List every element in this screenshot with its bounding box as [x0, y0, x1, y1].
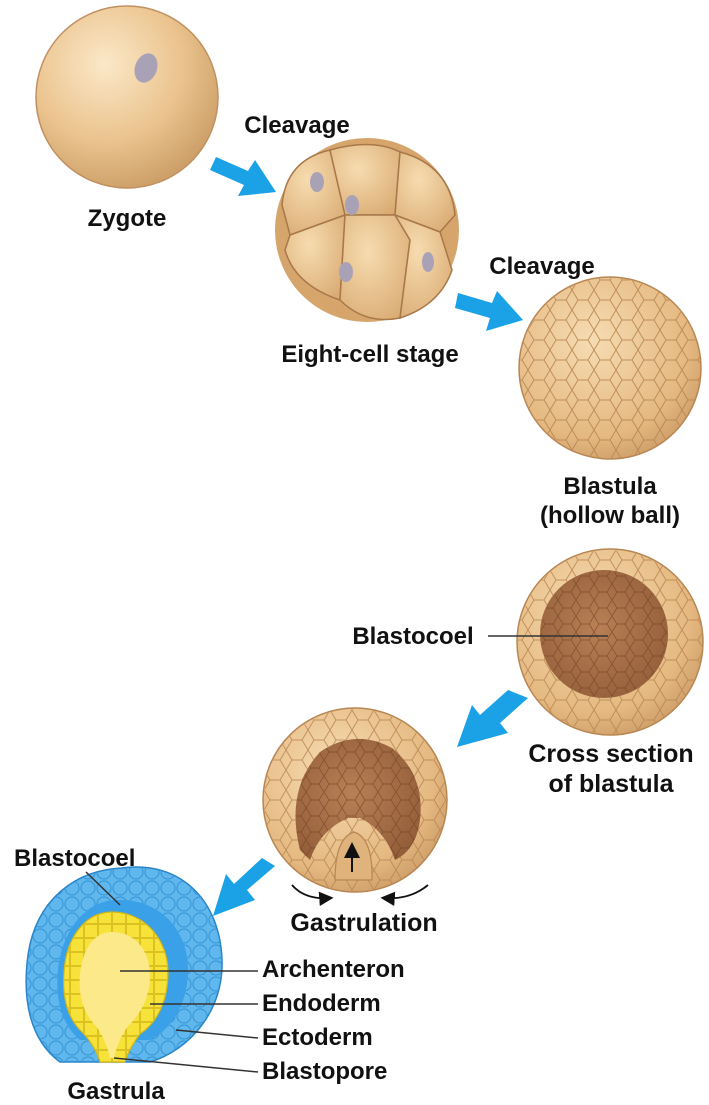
hollow-ball-label: (hollow ball)	[540, 502, 680, 529]
eight-cell-label: Eight-cell stage	[281, 341, 458, 368]
curved-arrow-icon	[384, 885, 428, 898]
gastrulation-label: Gastrulation	[290, 909, 437, 937]
blastocoel-label-2: Blastocoel	[14, 845, 135, 872]
cleavage-label-2: Cleavage	[489, 253, 594, 280]
arrow-icon	[213, 858, 275, 916]
arrow-icon	[210, 157, 276, 196]
cross-section-label: Cross section	[528, 740, 693, 768]
cell-nucleus	[339, 262, 353, 282]
blastula-label: Blastula	[563, 473, 657, 500]
ectoderm-label: Ectoderm	[262, 1024, 373, 1051]
gastrula-label: Gastrula	[67, 1078, 165, 1105]
archenteron-label: Archenteron	[262, 956, 405, 983]
gastrulation-embryo	[263, 706, 488, 898]
cell-nucleus	[310, 172, 324, 192]
of-blastula-label: of blastula	[548, 770, 674, 798]
endoderm-label: Endoderm	[262, 990, 381, 1017]
blastopore-leader-line	[114, 1058, 258, 1072]
blastula-cross-section	[517, 549, 703, 735]
blastopore-label: Blastopore	[262, 1058, 387, 1085]
gastrula	[26, 867, 222, 1062]
cell-nucleus	[345, 195, 359, 215]
eight-cell-embryo	[275, 138, 459, 322]
cell-nucleus	[422, 252, 434, 272]
cleavage-label-1: Cleavage	[244, 112, 349, 139]
blastula	[519, 277, 701, 459]
arrow-icon	[457, 690, 528, 747]
zygote-cell	[36, 6, 218, 188]
zygote-label: Zygote	[88, 205, 167, 232]
blastocoel-label-1: Blastocoel	[352, 623, 473, 650]
arrow-icon	[455, 291, 523, 331]
